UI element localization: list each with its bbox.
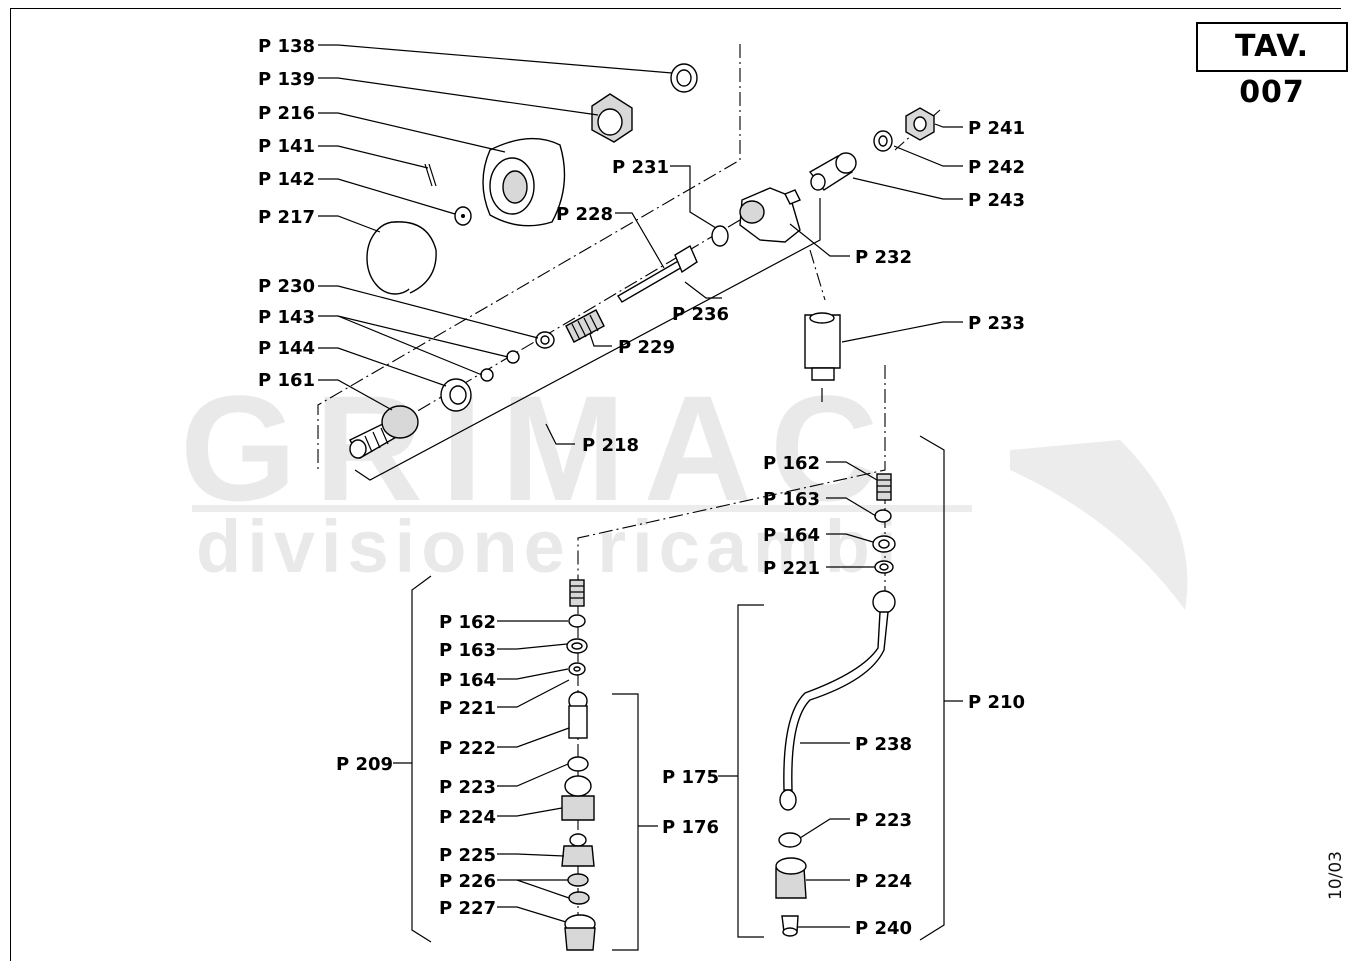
label-p141: P 141 bbox=[258, 136, 315, 157]
label-p163-right: P 163 bbox=[763, 489, 820, 510]
part-p161 bbox=[349, 405, 419, 459]
bracket-p209 bbox=[411, 575, 432, 943]
part-p240 bbox=[781, 915, 799, 937]
label-p218: P 218 bbox=[582, 435, 639, 456]
part-p238 bbox=[779, 590, 896, 811]
label-p216: P 216 bbox=[258, 103, 315, 124]
label-p163-left: P 163 bbox=[439, 640, 496, 661]
part-p224-left bbox=[561, 775, 595, 821]
label-p142: P 142 bbox=[258, 169, 315, 190]
leader-lines bbox=[318, 44, 963, 928]
part-p225 bbox=[561, 833, 595, 867]
label-p143: P 143 bbox=[258, 307, 315, 328]
label-p162-left: P 162 bbox=[439, 612, 496, 633]
label-p228: P 228 bbox=[556, 204, 613, 225]
drawing-frame bbox=[10, 8, 1341, 961]
label-p225: P 225 bbox=[439, 845, 496, 866]
label-p164-left: P 164 bbox=[439, 670, 496, 691]
part-p232 bbox=[739, 187, 801, 243]
watermark-subtitle: divisione ricambi bbox=[196, 505, 903, 588]
part-p221-right bbox=[874, 560, 894, 574]
label-p221-left: P 221 bbox=[439, 698, 496, 719]
part-p226-a bbox=[567, 873, 589, 887]
label-p223-left: P 223 bbox=[439, 777, 496, 798]
label-p238: P 238 bbox=[855, 734, 912, 755]
label-p162-right: P 162 bbox=[763, 453, 820, 474]
label-p232: P 232 bbox=[855, 247, 912, 268]
part-p228 bbox=[617, 244, 698, 303]
label-p242: P 242 bbox=[968, 157, 1025, 178]
label-p227: P 227 bbox=[439, 898, 496, 919]
sheet-code: TAV. 007 bbox=[1196, 22, 1348, 110]
part-p222 bbox=[568, 691, 588, 739]
part-p217 bbox=[366, 221, 437, 295]
part-p226-b bbox=[568, 891, 590, 905]
label-p144: P 144 bbox=[258, 338, 315, 359]
watermark-brand: GRIMAC bbox=[180, 364, 896, 532]
part-p143-a bbox=[506, 350, 520, 364]
bracket-p176 bbox=[612, 693, 639, 951]
part-p233 bbox=[804, 312, 841, 381]
label-p164-right: P 164 bbox=[763, 525, 820, 546]
label-p222: P 222 bbox=[439, 738, 496, 759]
label-p230: P 230 bbox=[258, 276, 315, 297]
label-p243: P 243 bbox=[968, 190, 1025, 211]
label-p161: P 161 bbox=[258, 370, 315, 391]
label-p231: P 231 bbox=[612, 157, 669, 178]
label-p175: P 175 bbox=[662, 767, 719, 788]
sheet-date: 10/03 bbox=[1326, 851, 1346, 900]
part-p221-left bbox=[568, 662, 586, 676]
label-p209: P 209 bbox=[336, 754, 393, 775]
part-p162-right bbox=[876, 473, 892, 501]
part-p144 bbox=[440, 378, 472, 412]
part-p138 bbox=[670, 63, 698, 93]
label-p210: P 210 bbox=[968, 692, 1025, 713]
part-p243 bbox=[808, 152, 857, 191]
part-p230 bbox=[535, 331, 555, 349]
part-p143-b bbox=[480, 368, 494, 382]
label-p224-right: P 224 bbox=[855, 871, 912, 892]
part-p163-left bbox=[568, 614, 586, 628]
label-p221-right: P 221 bbox=[763, 558, 820, 579]
part-p162-left bbox=[569, 579, 585, 607]
part-p164-right bbox=[872, 535, 896, 553]
label-p229: P 229 bbox=[618, 337, 675, 358]
part-p224-right bbox=[775, 857, 807, 899]
label-p176: P 176 bbox=[662, 817, 719, 838]
bracket-p210 bbox=[919, 435, 945, 941]
label-p138: P 138 bbox=[258, 36, 315, 57]
label-p233: P 233 bbox=[968, 313, 1025, 334]
part-p223-right bbox=[778, 832, 802, 848]
label-p226: P 226 bbox=[439, 871, 496, 892]
part-p231 bbox=[711, 225, 729, 247]
part-p229 bbox=[565, 309, 605, 343]
part-p227 bbox=[564, 914, 596, 951]
bracket-p218 bbox=[354, 198, 821, 481]
label-p139: P 139 bbox=[258, 69, 315, 90]
callout-labels: P 138 P 139 P 216 P 141 P 142 P 217 P 23… bbox=[258, 36, 1025, 939]
label-p241: P 241 bbox=[968, 118, 1025, 139]
part-p139 bbox=[591, 93, 633, 143]
bracket-p175 bbox=[737, 604, 764, 938]
part-p164-left bbox=[566, 638, 588, 654]
part-p216 bbox=[482, 137, 566, 227]
label-p236: P 236 bbox=[672, 304, 729, 325]
part-p223-left bbox=[567, 756, 589, 772]
part-p163-right bbox=[874, 509, 892, 523]
label-p224-left: P 224 bbox=[439, 807, 496, 828]
part-p242 bbox=[873, 130, 893, 152]
label-p223-right: P 223 bbox=[855, 810, 912, 831]
watermark-logo: GRIMAC divisione ricambi bbox=[180, 364, 1188, 610]
part-p142 bbox=[454, 206, 472, 226]
label-p240: P 240 bbox=[855, 918, 912, 939]
part-p241 bbox=[905, 107, 935, 141]
label-p217: P 217 bbox=[258, 207, 315, 228]
